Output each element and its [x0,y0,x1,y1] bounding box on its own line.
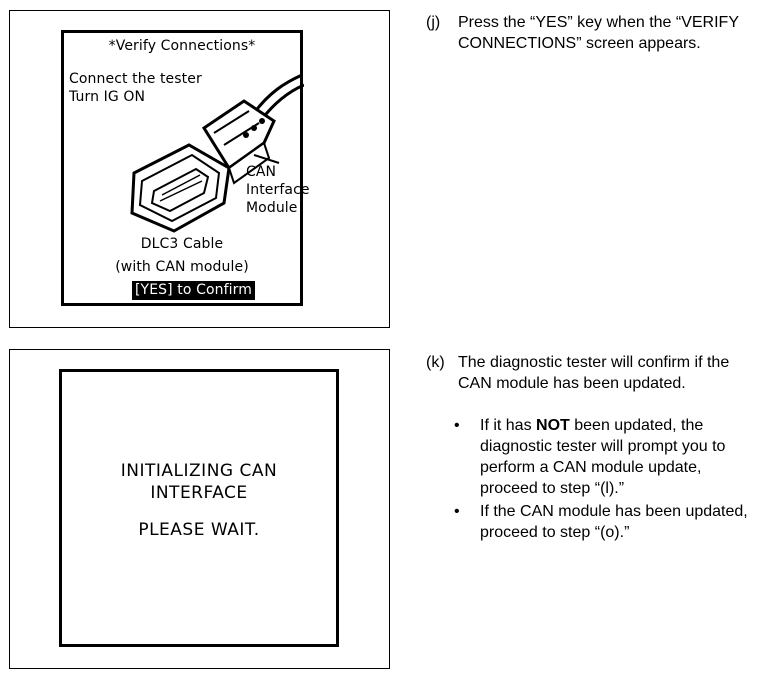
initializing-line: INITIALIZING CAN [120,461,278,481]
bullet-item-updated: • If the CAN module has been updated, pro… [452,501,757,543]
bullet-text: If the CAN module has been updated, proc… [480,503,748,541]
ignition-instruction: Turn IG ON [69,89,146,105]
bullet-list: • If it has NOT been updated, the diagnos… [452,415,757,545]
screen-title: *Verify Connections* [108,38,256,54]
can-interface-module-label: CAN Interface Module [246,163,310,217]
step-letter: (k) [426,354,445,371]
step-letter: (j) [426,14,441,31]
tester-screen-initializing: INITIALIZING CAN INTERFACE PLEASE WAIT. [59,369,339,647]
bullet-text-bold: NOT [536,417,570,434]
bullet-dot: • [454,503,460,520]
step-text: The diagnostic tester will confirm if th… [458,354,730,392]
with-can-module-label: (with CAN module) [115,259,249,275]
step-text: Press the “YES” key when the “VERIFY CON… [458,14,739,52]
bullet-dot: • [454,417,460,434]
bullet-text-pre: If it has [480,417,537,434]
tester-screen-verify: *Verify Connections* Connect the tester … [61,30,309,306]
can-label-line: CAN [246,164,277,180]
bullet-text-post: been updated, the diagnostic tester will… [480,417,726,497]
verify-connections-figure: *Verify Connections* Connect the tester … [9,10,390,328]
dlc3-cable-label: DLC3 Cable [140,236,224,252]
yes-confirm-prompt: [YES] to Confirm [132,281,255,300]
connect-instruction: Connect the tester [69,71,202,87]
can-label-line: Module [246,200,298,216]
can-label-line: Interface [246,182,310,198]
interface-line: INTERFACE [150,483,248,503]
dlc3-cable-connector-icon [130,73,304,233]
initializing-figure: INITIALIZING CAN INTERFACE PLEASE WAIT. [9,349,390,669]
please-wait-line: PLEASE WAIT. [138,520,260,540]
bullet-item-not-updated: • If it has NOT been updated, the diagnos… [452,415,757,499]
